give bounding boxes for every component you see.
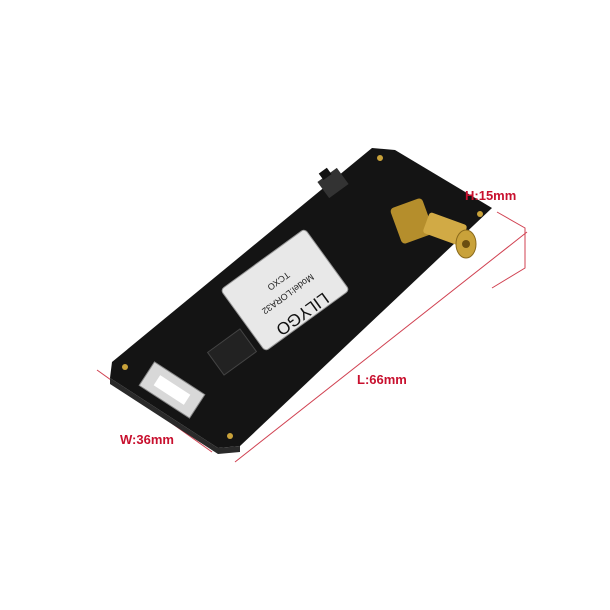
- height-bracket: [491, 211, 526, 289]
- power-switch: [317, 167, 349, 199]
- height-label: H:15mm: [465, 188, 517, 203]
- esp32-chip: [206, 328, 258, 376]
- pin-headers: [122, 155, 483, 439]
- length-line: [234, 231, 528, 463]
- sma-antenna-connector: [390, 198, 477, 259]
- usb-port: [138, 361, 206, 419]
- width-label: W:36mm: [120, 432, 174, 447]
- length-label: L:66mm: [357, 372, 407, 387]
